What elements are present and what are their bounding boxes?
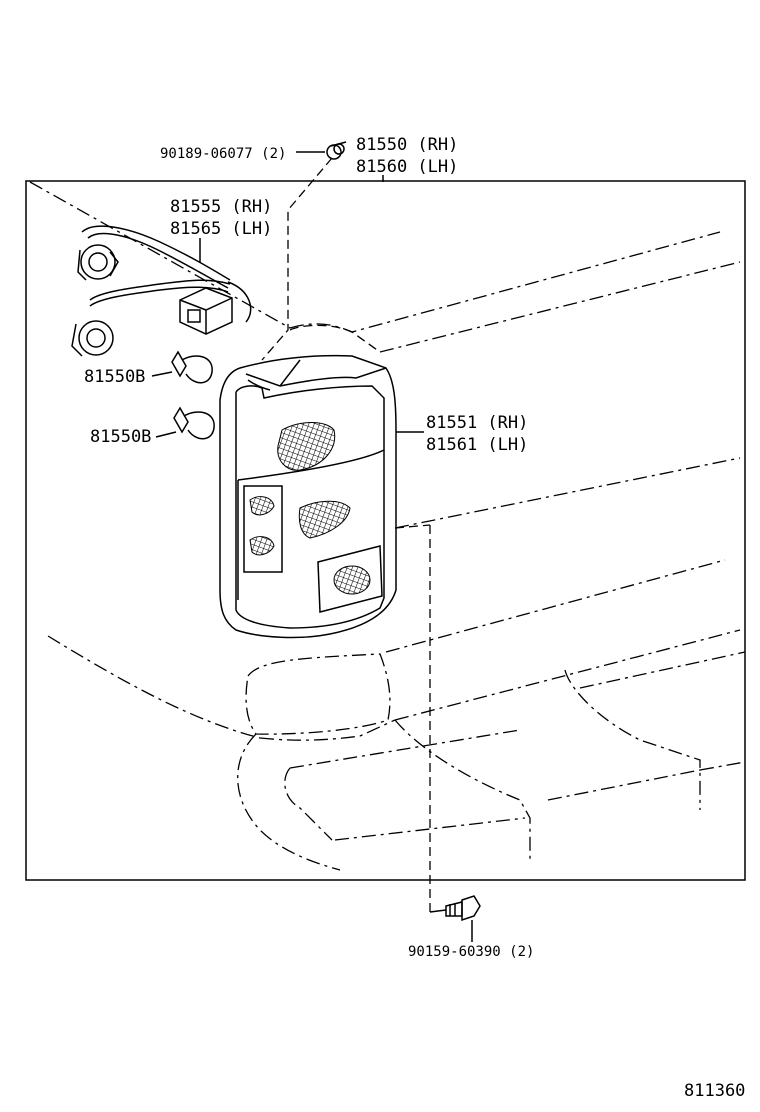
- leader-bulb-1: [151, 371, 173, 377]
- diagram-frame: [25, 180, 746, 881]
- socket-icon: [71, 225, 252, 357]
- bolt-icon: [429, 895, 481, 922]
- bulb-icon: [171, 350, 215, 440]
- connector-icon: [179, 287, 233, 335]
- label-socket-rh: 81555 (RH): [170, 197, 272, 217]
- label-lens-lh: 81561 (LH): [426, 435, 528, 455]
- vehicle-body-outline: [29, 181, 746, 915]
- label-lamp-lh: 81560 (LH): [356, 157, 458, 177]
- label-socket-lh: 81565 (LH): [170, 219, 272, 239]
- label-lamp-rh: 81550 (RH): [356, 135, 458, 155]
- lamp-top-outline: [289, 324, 381, 353]
- label-bolt-bottom: 90159-60390 (2): [408, 944, 534, 960]
- label-bulb-1: 81550B: [84, 367, 145, 387]
- lens-mesh-patterns: [249, 422, 371, 595]
- label-bulb-2: 81550B: [90, 427, 151, 447]
- screw-icon: [296, 141, 347, 160]
- figure-code: 811360: [684, 1081, 745, 1101]
- tail-lamp-housing: [219, 354, 397, 639]
- screw-mount-line: [261, 157, 333, 361]
- label-screw-top: 90189-06077 (2): [160, 146, 286, 162]
- leader-bulb-2: [155, 431, 177, 438]
- label-lens-rh: 81551 (RH): [426, 413, 528, 433]
